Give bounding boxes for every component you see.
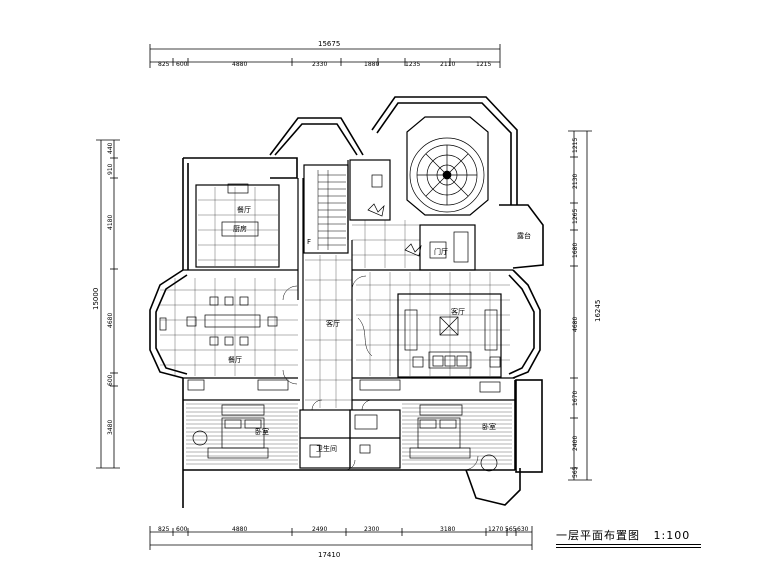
top-dim: 2110 — [440, 61, 455, 68]
right-dim: 2400 — [572, 436, 579, 451]
top-dim: 4880 — [232, 61, 247, 68]
room-label-bath: 卫生间 — [316, 444, 337, 453]
room-labels: 餐厅 厨房 餐厅 客厅 客厅 F 卧室 卫生间 卧室 露台 门厅 — [228, 205, 531, 453]
right-dim: 565 — [572, 466, 579, 478]
right-dim: 2130 — [572, 174, 579, 189]
drawing-title-name: 一层平面布置图 — [556, 529, 640, 542]
room-label-dining: 餐厅 — [228, 355, 242, 364]
wood-flooring — [186, 403, 512, 465]
title-underline-thin — [556, 547, 701, 548]
left-dim: 600 — [107, 374, 114, 386]
left-dim: 4680 — [107, 313, 114, 328]
left-total-dim: 15000 — [92, 288, 100, 310]
left-dimension-chain: 440 910 4180 4680 600 3480 15000 — [92, 139, 120, 469]
bottom-dim: 4880 — [232, 526, 247, 533]
room-label-vestibule: 门厅 — [434, 247, 448, 256]
right-total-dim: 16245 — [594, 300, 602, 322]
drawing-title: 一层平面布置图 1:100 — [556, 527, 690, 543]
left-dim: 910 — [107, 163, 114, 175]
bottom-dim: 2490 — [312, 526, 327, 533]
top-dim: 1215 — [476, 61, 491, 68]
door-swings — [282, 275, 479, 471]
bottom-dim: 2300 — [364, 526, 379, 533]
bottom-dim: 600 — [176, 526, 188, 533]
right-dim: 1680 — [572, 243, 579, 258]
room-label-terrace: 露台 — [517, 231, 531, 240]
right-dim: 1215 — [572, 138, 579, 153]
top-dim: 600 — [176, 61, 188, 68]
bottom-dim: 3180 — [440, 526, 455, 533]
room-label-bedroom-left: 卧室 — [255, 427, 269, 436]
stair-mark: F — [307, 238, 311, 246]
bottom-dim: 565 — [505, 526, 517, 533]
bottom-dim: 630 — [517, 526, 529, 533]
top-dim: 2330 — [312, 61, 327, 68]
outer-walls — [149, 96, 544, 508]
left-dim: 3480 — [107, 420, 114, 435]
top-dim: 825 — [158, 61, 170, 68]
top-dim: 1880 — [364, 61, 379, 68]
stair-treads — [317, 170, 346, 250]
furniture — [159, 137, 501, 472]
bottom-total-dim: 17410 — [318, 551, 340, 559]
right-dim: 4680 — [572, 317, 579, 332]
right-dim: 1265 — [572, 209, 579, 224]
top-dim: 1235 — [405, 61, 420, 68]
bottom-dimension-chain: 825 600 4880 2490 2300 3180 1270 565 630… — [149, 526, 533, 559]
interior-walls — [183, 116, 515, 469]
top-dimension-chain: 15675 825 600 4880 2330 1880 1235 2110 1… — [149, 40, 501, 68]
drawing-scale: 1:100 — [653, 529, 691, 542]
room-label-kitchen: 厨房 — [233, 224, 247, 233]
room-label-hall: 客厅 — [326, 319, 340, 328]
floor-tile-grid — [160, 187, 510, 408]
room-label-living: 客厅 — [451, 307, 465, 316]
left-dim: 4180 — [107, 215, 114, 230]
bottom-dim: 825 — [158, 526, 170, 533]
top-total-dim: 15675 — [318, 40, 340, 48]
right-dimension-chain: 1215 2130 1265 1680 4680 1670 2400 565 1… — [568, 130, 602, 481]
left-dim: 440 — [107, 142, 114, 154]
room-label-bedroom-right: 卧室 — [482, 422, 496, 431]
bottom-dim: 1270 — [488, 526, 503, 533]
right-dim: 1670 — [572, 391, 579, 406]
room-label-kitchen-top: 餐厅 — [237, 205, 251, 214]
title-underline — [556, 544, 701, 545]
